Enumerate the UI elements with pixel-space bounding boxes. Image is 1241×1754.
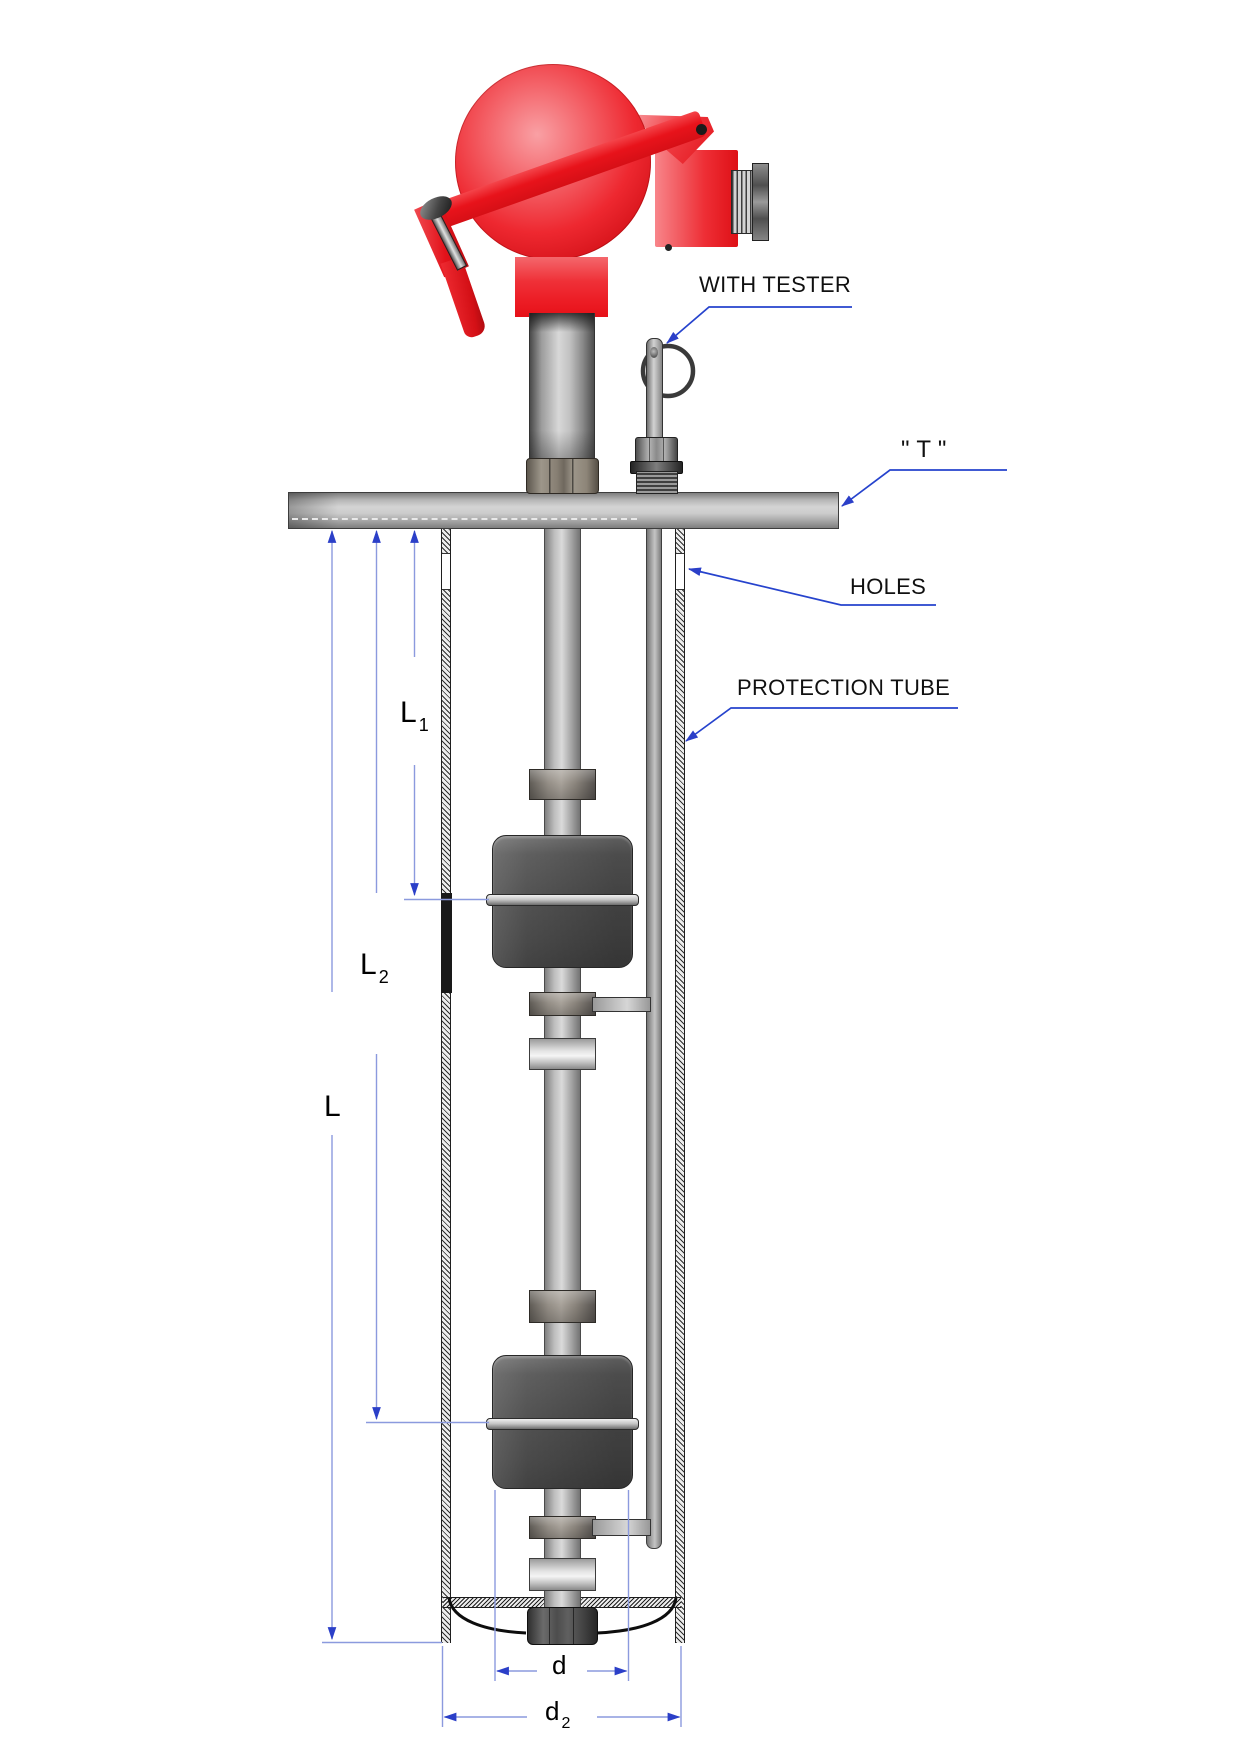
stop-collar-bottom-1 xyxy=(529,1516,596,1539)
leader-with-tester xyxy=(666,306,852,344)
process-connection-nut xyxy=(526,458,599,494)
body-screw-icon xyxy=(665,244,672,251)
leader-t xyxy=(841,469,1007,507)
extension-nipple xyxy=(529,313,595,460)
flange-underside-line xyxy=(292,518,637,520)
leader-protection-tube xyxy=(685,707,958,742)
dim-label-l1-sub: 1 xyxy=(418,715,429,735)
stop-collar-mid-1 xyxy=(529,992,596,1016)
label-t: " T " xyxy=(901,436,947,463)
head-side-body xyxy=(655,150,738,247)
dim-label-l-base: L xyxy=(324,1090,341,1123)
stop-collar-upper xyxy=(529,769,596,800)
tester-link-arm-upper xyxy=(592,997,651,1012)
dim-label-d-base: d xyxy=(552,1650,567,1680)
dim-label-l: L xyxy=(324,1092,343,1126)
label-holes: HOLES xyxy=(850,574,927,599)
cable-gland-hex xyxy=(752,163,769,241)
tester-guide-tube xyxy=(646,527,662,1549)
tester-threaded-base xyxy=(636,471,678,494)
clamp-lever-handle xyxy=(440,256,488,340)
tube-wall-right xyxy=(675,527,685,1643)
dim-label-d: d xyxy=(552,1652,568,1684)
tester-link-arm-lower xyxy=(592,1519,651,1536)
float-upper-seam-ring xyxy=(486,894,639,906)
dim-label-l2-base: L xyxy=(360,948,377,981)
label-with-tester: WITH TESTER xyxy=(699,272,852,297)
float-lower-seam-ring xyxy=(486,1418,639,1430)
tube-hole-right xyxy=(676,553,684,590)
tube-wall-shadow xyxy=(441,893,452,993)
tester-rod xyxy=(646,338,663,442)
spacer-collar-bottom xyxy=(529,1558,596,1591)
spacer-collar-mid xyxy=(529,1038,596,1070)
dim-label-d2-base: d xyxy=(545,1696,560,1726)
tube-hole-left xyxy=(442,553,450,590)
tester-hex-nut xyxy=(635,437,678,465)
mounting-flange xyxy=(288,492,839,529)
stop-collar-lower xyxy=(529,1290,596,1323)
dim-label-l2-sub: 2 xyxy=(378,967,389,987)
head-neck xyxy=(515,257,608,317)
tube-wall-left xyxy=(441,527,451,1643)
label-protection-tube: PROTECTION TUBE xyxy=(737,675,951,700)
tester-rod-hole xyxy=(650,347,658,358)
dim-label-d2-sub: 2 xyxy=(561,1715,571,1733)
hinge-pin-icon xyxy=(696,124,707,135)
stem-end-nut xyxy=(527,1607,598,1645)
dim-label-l1-base: L xyxy=(400,696,417,729)
